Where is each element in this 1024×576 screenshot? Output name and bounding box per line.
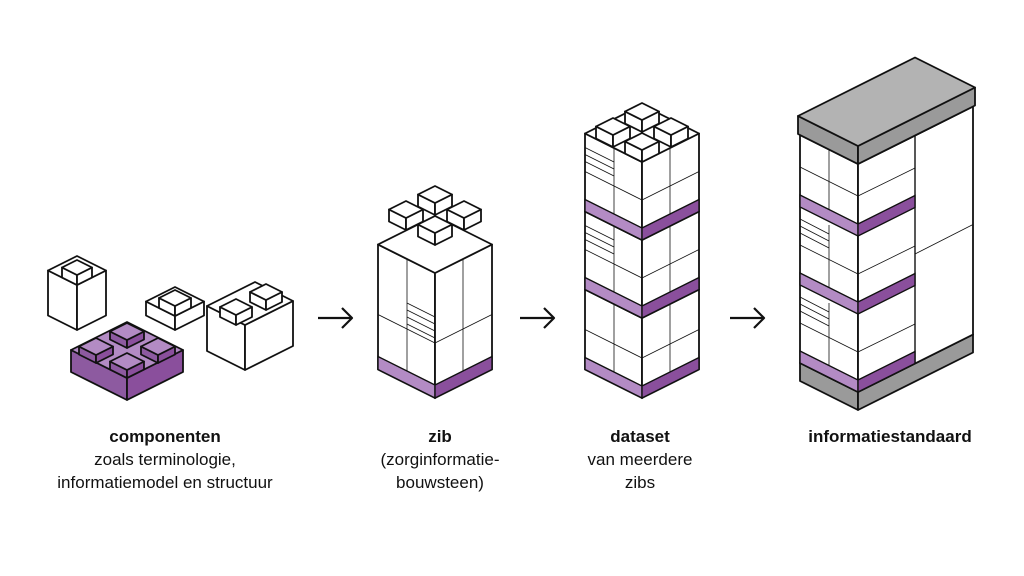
purple-band-right [434,355,493,400]
block-seam-line [799,225,830,242]
purple-band-right [857,194,916,238]
caption-componenten: componenten zoals terminologie, informat… [30,425,300,494]
caption-title: informatiestandaard [808,427,972,446]
block-top-face [78,337,114,356]
purple-band-right [857,350,916,394]
block-seam-line [641,329,700,359]
caption-dataset: dataset van meerdere zibs [550,425,730,494]
caption-title: componenten [109,427,221,446]
block-seam-line [406,323,436,339]
arrow-head [341,307,354,329]
dataset-stack-illustration [584,102,700,400]
block-seam-line [857,323,916,353]
zib-block-illustration [377,185,493,400]
block-seam-line [434,314,493,344]
block-seam-line [584,171,643,201]
block-stud [653,117,689,148]
block-stud [219,298,253,326]
block-stud [249,283,283,311]
block-top-face [417,215,453,234]
block-stud [109,352,145,379]
block-seam-line [584,154,615,170]
block-top-face [61,259,93,276]
block-stud [140,337,176,364]
block-top-face [653,117,689,136]
caption-informatiestandaard: informatiestandaard [780,425,1000,448]
block-stud [109,322,145,349]
components-illustration [47,255,294,401]
block-seam-line [584,232,615,248]
block-top-face [595,117,631,136]
arrow-right-icon [730,307,766,329]
block-stud [388,200,424,231]
block-seam-line [584,225,615,241]
block-stud [417,215,453,246]
caption-subtitle: zoals terminologie, informatiemodel en s… [57,450,273,492]
block-top-face [158,289,192,307]
block-stud [595,117,631,148]
block-top-face [446,200,482,219]
block-seam-line [857,167,916,197]
block-seam-line [584,329,643,359]
block-top-face [417,185,453,204]
block-seam-line [406,316,436,332]
block-stud [446,200,482,231]
block-top-face [109,352,145,371]
block-seam-line [857,245,916,275]
block-seam-line [799,303,830,320]
arrow-head [543,307,556,329]
caption-subtitle: (zorginformatie- bouwsteen) [380,450,500,492]
block-seam-line [584,249,643,279]
block-stud [158,289,192,317]
block-stud [417,185,453,216]
block-seam-line [584,161,615,177]
arrows [318,307,766,329]
block-top-face [624,102,660,121]
arrow-head [753,307,766,329]
block-seam-line [406,302,436,318]
block-stud [61,259,93,286]
block-seam-line [584,239,615,255]
arrow-right-icon [318,307,354,329]
purple-band-right [641,356,700,400]
arrow-right-icon [520,307,556,329]
block-top-face [109,322,145,341]
block-seam-line [799,310,830,327]
block-seam-line [914,224,974,255]
block-stud [78,337,114,364]
block-stud [624,102,660,133]
block-top-face [249,283,283,301]
caption-subtitle: van meerdere zibs [587,450,693,492]
information-standard-illustration [797,56,976,411]
block-seam-line [799,296,830,313]
block-seam-line [799,218,830,235]
block-top-face [388,200,424,219]
block-top-face [219,298,253,316]
block-top-face [624,132,660,151]
block-top-face [140,337,176,356]
block-top-face [797,56,976,147]
purple-band-right [857,272,916,316]
block-seam-line [406,309,436,325]
block-seam-line [641,171,700,201]
block-seam-line [799,232,830,249]
block-seam-line [377,314,436,344]
purple-band-right [641,198,700,242]
caption-title: dataset [610,427,670,446]
purple-band-right [641,276,700,320]
caption-title: zib [428,427,452,446]
caption-zib: zib (zorginformatie- bouwsteen) [345,425,535,494]
block-seam-line [584,147,615,163]
block-seam-line [641,249,700,279]
standard-lid [797,56,976,165]
